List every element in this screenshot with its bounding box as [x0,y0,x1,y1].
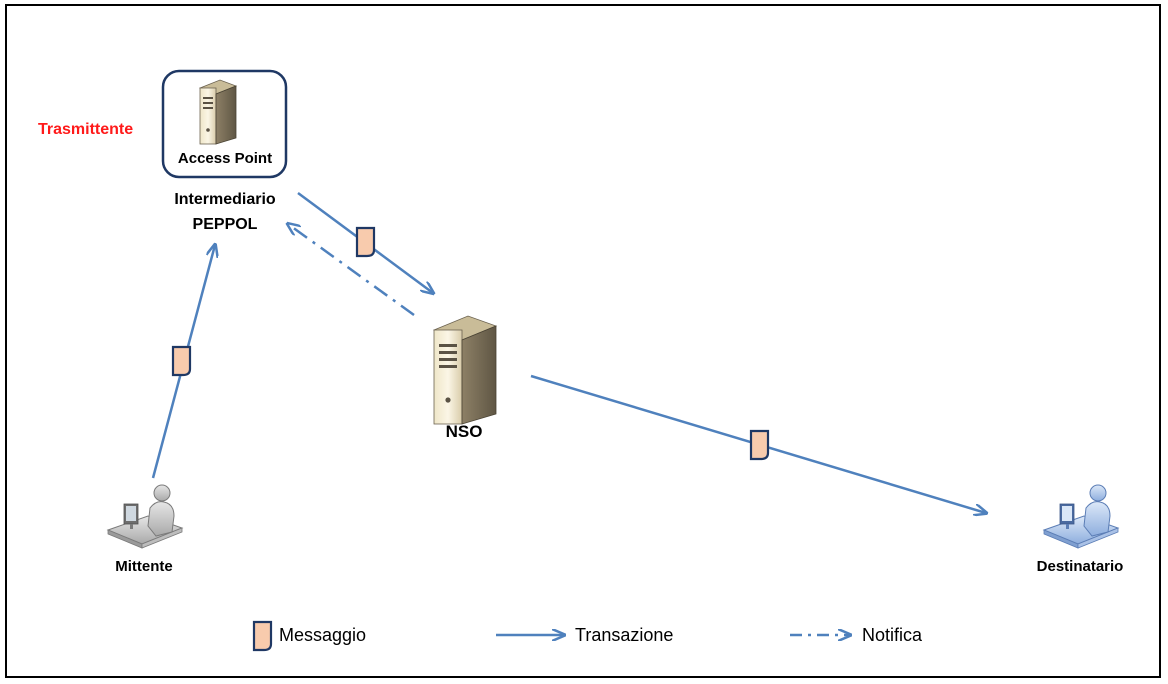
access-point-name-line1: Intermediario [174,191,276,208]
recipient-node: Destinatario [1037,484,1124,575]
nso-label: NSO [446,422,483,441]
access-point-node: Access Point Trasmittente Intermediario … [38,69,288,233]
legend-transaction-label: Transazione [575,625,673,645]
legend: Messaggio Transazione Notifica [252,620,923,652]
sender-label: Mittente [115,558,173,575]
legend-message-label: Messaggio [279,625,366,645]
workstation-user-icon [1042,484,1120,549]
workstation-user-icon [106,484,184,549]
server-icon [432,315,498,425]
access-point-name-line2: PEPPOL [193,216,258,233]
role-label-trasmittente: Trasmittente [38,121,133,138]
message-icon [355,226,376,258]
legend-message-icon [252,620,273,652]
access-point-box-label: Access Point [178,150,272,167]
recipient-label: Destinatario [1037,558,1124,575]
sender-node: Mittente [106,484,184,575]
notification-arrow-nso-to-ap [288,224,415,317]
nso-node: NSO [432,315,498,441]
server-icon [198,79,238,145]
message-icon [749,429,770,461]
message-icon [171,345,192,377]
legend-notification-label: Notifica [862,625,923,645]
